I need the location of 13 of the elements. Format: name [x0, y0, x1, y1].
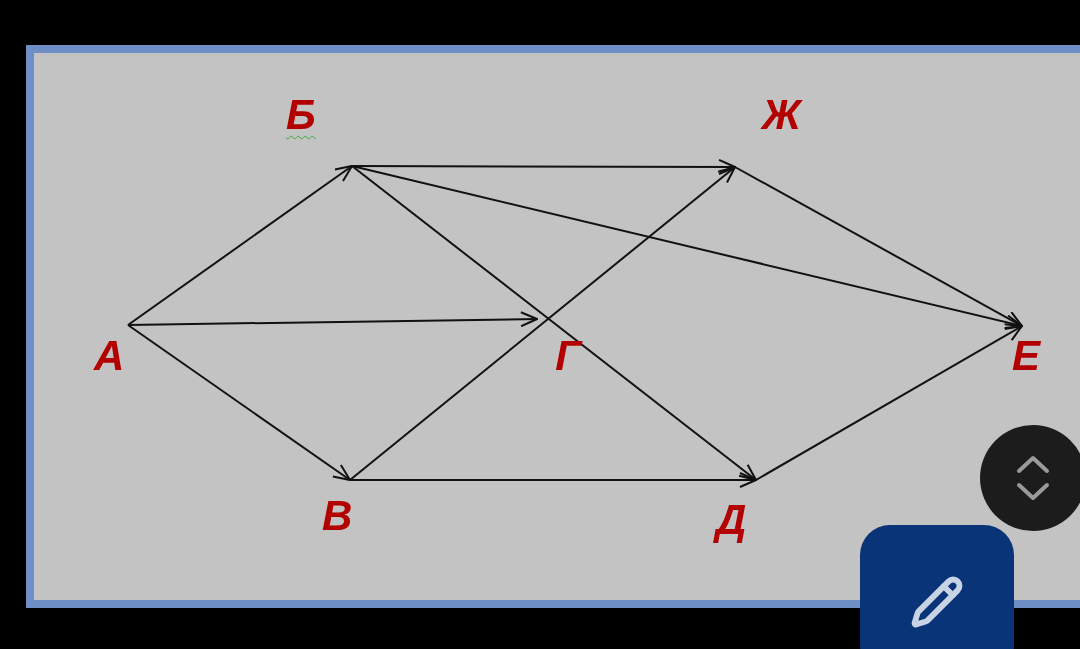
arrow	[127, 324, 351, 481]
arrow	[755, 325, 1023, 481]
arrow	[349, 472, 757, 488]
vertex-label: Г	[555, 335, 581, 377]
arrow	[127, 311, 538, 328]
vertex-label: Б	[286, 94, 316, 136]
arrow	[734, 166, 1023, 327]
vertex-label: В	[322, 495, 353, 537]
vertex-label: Ж	[762, 94, 801, 136]
arrow	[127, 165, 353, 326]
vertex-label: А	[94, 335, 125, 377]
vertex-label: Е	[1012, 335, 1040, 377]
arrow	[351, 158, 736, 175]
